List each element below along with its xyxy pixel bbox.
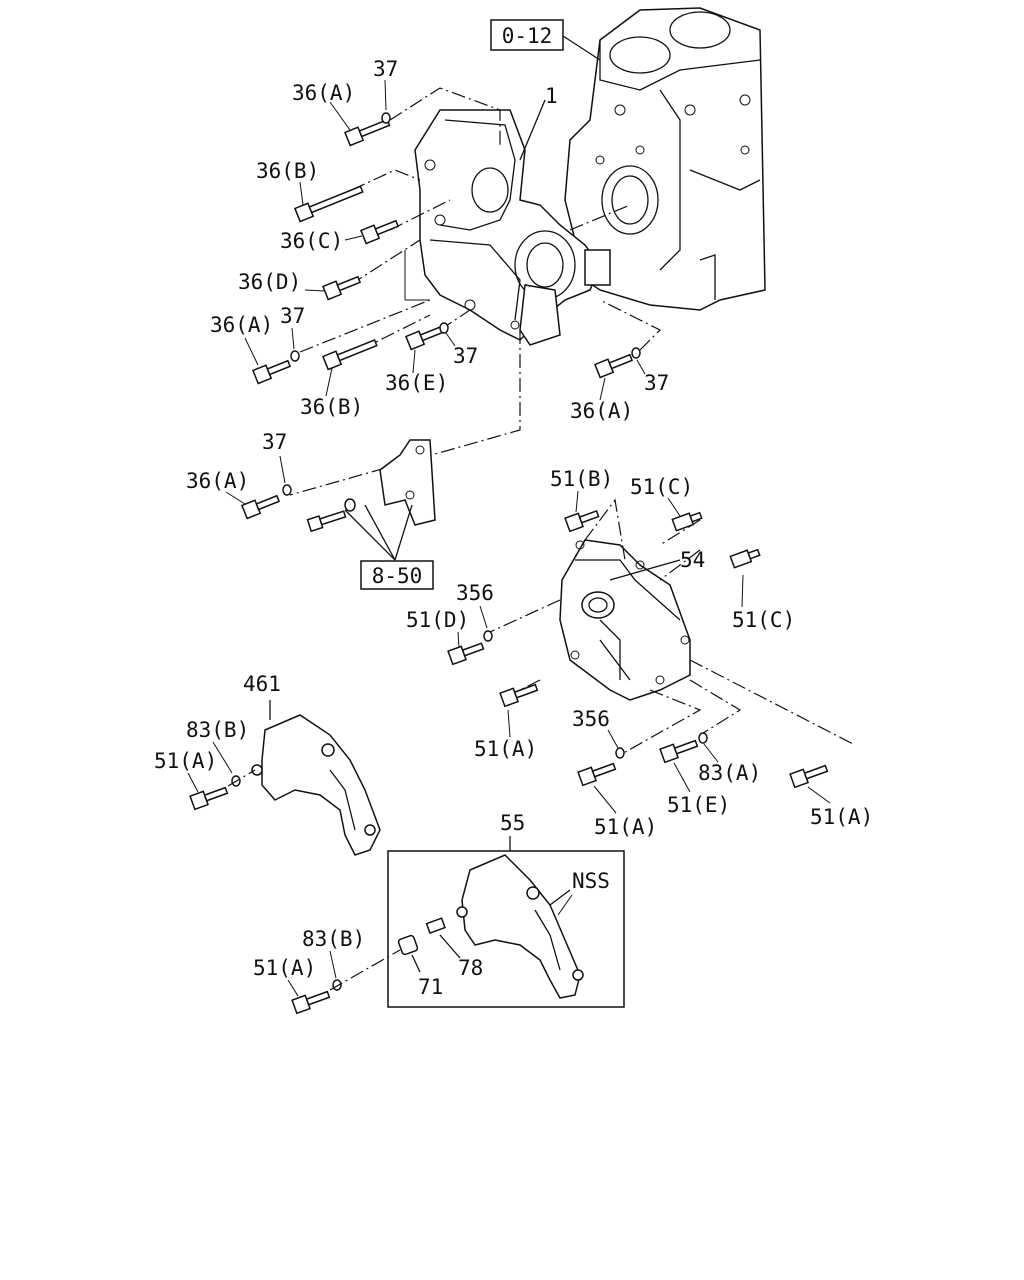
- label-461: 461: [243, 672, 281, 696]
- reference-box-0-12: 0-12: [490, 19, 564, 51]
- label-83b-2: 83(B): [302, 927, 365, 951]
- label-51a-4: 51(A): [810, 805, 873, 829]
- label-356-1: 356: [456, 581, 494, 605]
- assembly-55-box: [291, 836, 625, 1015]
- reference-label-8-50: 8-50: [372, 564, 423, 588]
- reference-box-8-50: 8-50: [360, 560, 434, 590]
- reference-label-0-12: 0-12: [502, 24, 553, 48]
- label-36d: 36(D): [238, 270, 301, 294]
- label-51a-2: 51(A): [474, 737, 537, 761]
- label-36a-2: 36(A): [210, 313, 273, 337]
- label-1: 1: [545, 84, 558, 108]
- label-37-3: 37: [453, 344, 478, 368]
- part-labels: 1 36(A) 37 36(B) 36(C) 36(D) 36(A) 37 37…: [154, 57, 873, 999]
- engine-block-drawing: [564, 7, 766, 311]
- label-71: 71: [418, 975, 443, 999]
- label-nss: NSS: [572, 869, 610, 893]
- label-51a-5: 51(A): [253, 956, 316, 980]
- label-51e: 51(E): [667, 793, 730, 817]
- label-51a-1: 51(A): [154, 749, 217, 773]
- label-83b-1: 83(B): [186, 718, 249, 742]
- label-36a-4: 36(A): [186, 469, 249, 493]
- label-leaders: [187, 79, 831, 997]
- bracket-drawing: [306, 439, 436, 561]
- label-51c-1: 51(C): [630, 475, 693, 499]
- flywheel-housing-drawing: [414, 109, 611, 346]
- label-36b-1: 36(B): [256, 159, 319, 183]
- bolts-upper: [240, 112, 641, 520]
- label-36e: 36(E): [385, 371, 448, 395]
- label-356-2: 356: [572, 707, 610, 731]
- label-36a-3: 36(A): [570, 399, 633, 423]
- label-78: 78: [458, 956, 483, 980]
- timing-cover-drawing: [489, 498, 856, 756]
- label-55: 55: [500, 811, 525, 835]
- label-51d: 51(D): [406, 608, 469, 632]
- bolts-middle: [447, 510, 829, 789]
- shield-461-drawing: [189, 700, 381, 856]
- label-37-4: 37: [644, 371, 669, 395]
- bushing-71: [397, 934, 419, 956]
- label-51c-2: 51(C): [732, 608, 795, 632]
- label-51a-3: 51(A): [594, 815, 657, 839]
- label-51b: 51(B): [550, 467, 613, 491]
- label-36b-2: 36(B): [300, 395, 363, 419]
- label-37-2: 37: [280, 304, 305, 328]
- label-37-5: 37: [262, 430, 287, 454]
- label-36c: 36(C): [280, 229, 343, 253]
- label-54: 54: [680, 548, 705, 572]
- spacer-78: [425, 917, 446, 935]
- label-83a: 83(A): [698, 761, 761, 785]
- label-36a-1: 36(A): [292, 81, 355, 105]
- label-37-1: 37: [373, 57, 398, 81]
